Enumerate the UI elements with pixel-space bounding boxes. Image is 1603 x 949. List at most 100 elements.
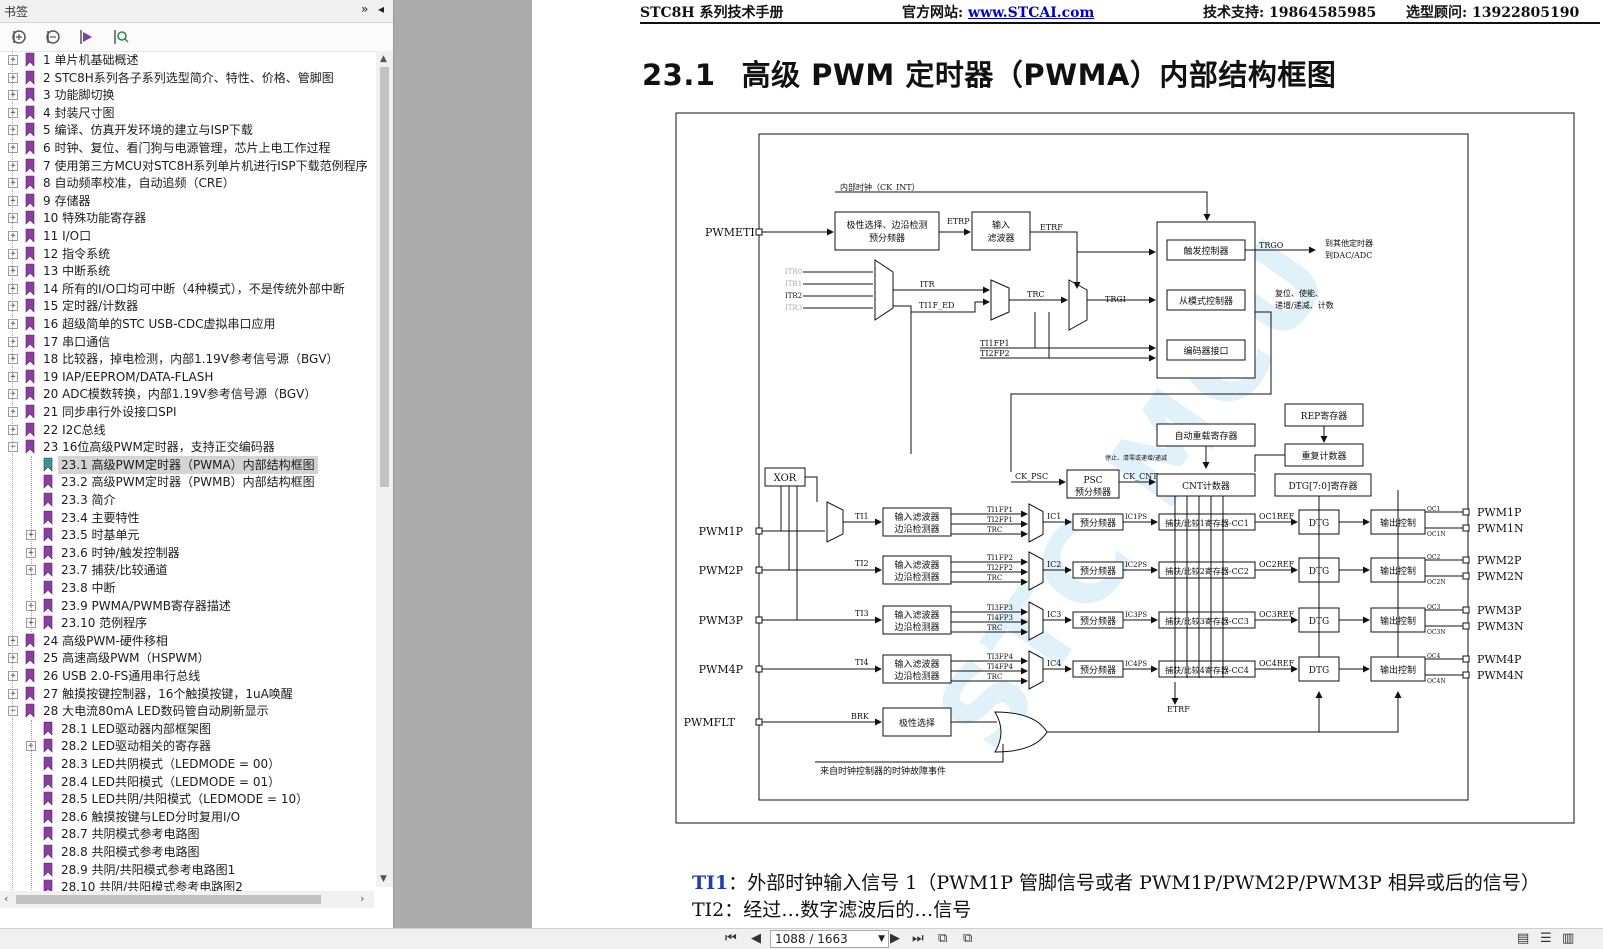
bookmark-chapter[interactable]: +27 触摸按键控制器，16个触摸按键，1uA唤醒 [0,685,370,703]
bookmark-chapter[interactable]: +21 同步串行外设接口SPI [0,403,370,421]
bookmark-section[interactable]: +23.10 范例程序 [0,614,370,632]
bookmark-chapter[interactable]: +24 高级PWM-硬件移相 [0,632,370,650]
bookmark-section[interactable]: +28.2 LED驱动相关的寄存器 [0,737,370,755]
expand-node-icon[interactable]: + [8,178,18,189]
single-page-view-icon[interactable]: ▤ [1517,931,1530,946]
scroll-thumb-horizontal[interactable] [16,895,321,904]
expand-node-icon[interactable]: + [8,248,18,259]
bookmark-section[interactable]: 28.6 触摸按键与LED分时复用I/O [0,808,370,826]
bookmark-chapter[interactable]: +26 USB 2.0-FS通用串行总线 [0,667,370,685]
scroll-thumb[interactable] [380,67,389,487]
last-page-icon[interactable]: ⏭ [912,931,924,946]
bookmark-chapter[interactable]: +20 ADC模数转换，内部1.19V参考信号源（BGV） [0,385,370,403]
expand-node-icon[interactable]: + [8,213,18,224]
bookmark-chapter[interactable]: +3 功能脚切换 [0,86,370,104]
bookmark-section[interactable]: 23.8 中断 [0,579,370,597]
collapse-all-icon[interactable] [44,28,62,46]
facing-view-icon[interactable]: ▥ [1562,931,1575,946]
continuous-view-icon[interactable]: ☰ [1540,931,1552,946]
bookmark-section[interactable]: +23.9 PWMA/PWMB寄存器描述 [0,597,370,615]
scroll-up-icon[interactable]: ▲ [380,54,387,64]
first-page-icon[interactable]: ⏮ [725,931,737,946]
panel-collapse-button[interactable]: » [361,2,369,16]
bookmark-chapter[interactable]: −28 大电流80mA LED数码管自动刷新显示 [0,702,370,720]
bookmark-chapter[interactable]: −23 16位高级PWM定时器，支持正交编码器 [0,438,370,456]
expand-node-icon[interactable]: + [8,354,18,365]
bookmark-section[interactable]: +23.6 时钟/触发控制器 [0,544,370,562]
bookmark-horizontal-scrollbar[interactable]: ‹ › [0,891,374,908]
bookmark-section[interactable]: 28.10 共阴/共阳模式参考电路图2 [0,878,370,896]
bookmark-vertical-scrollbar[interactable]: ▲ ▼ [376,51,393,887]
expand-all-icon[interactable] [10,28,28,46]
expand-node-icon[interactable]: + [8,125,18,136]
bookmark-chapter[interactable]: +2 STC8H系列各子系列选型简介、特性、价格、管脚图 [0,69,370,87]
bookmark-section[interactable]: 28.9 共阴/共阳模式参考电路图1 [0,861,370,879]
bookmark-section[interactable]: 23.2 高级PWM定时器（PWMB）内部结构框图 [0,473,370,491]
scroll-left-icon[interactable]: ‹ [4,892,9,905]
bookmark-chapter[interactable]: +25 高速高级PWM（HSPWM） [0,649,370,667]
next-page-icon[interactable]: ▶ [890,931,900,946]
expand-node-icon[interactable]: + [8,371,18,382]
expand-node-icon[interactable]: + [8,653,18,664]
bookmark-chapter[interactable]: +12 指令系统 [0,245,370,263]
scroll-down-icon[interactable]: ▼ [380,874,387,884]
bookmark-chapter[interactable]: +6 时钟、复位、看门狗与电源管理，芯片上电工作过程 [0,139,370,157]
expand-node-icon[interactable]: + [8,424,18,435]
bookmark-section[interactable]: 23.3 简介 [0,491,370,509]
expand-node-icon[interactable]: + [8,107,18,118]
expand-node-icon[interactable]: + [8,55,18,65]
expand-node-icon[interactable]: + [8,143,18,153]
bookmark-chapter[interactable]: +8 自动频率校准，自动追频（CRE） [0,174,370,192]
expand-node-icon[interactable]: + [8,283,18,294]
page-number-field[interactable]: 1088 / 1663▼ [770,930,889,948]
bookmark-chapter[interactable]: +18 比较器，掉电检测，内部1.19V参考信号源（BGV） [0,350,370,368]
bookmark-section[interactable]: 28.3 LED共阴模式（LEDMODE = 00） [0,755,370,773]
bookmark-section[interactable]: 23.1 高级PWM定时器（PWMA）内部结构框图 [0,455,370,474]
bookmark-chapter[interactable]: +15 定时器/计数器 [0,297,370,315]
prev-page-icon[interactable]: ◀ [751,931,761,946]
expand-node-icon[interactable]: + [8,266,18,277]
bookmark-chapter[interactable]: +16 超级简单的STC USB-CDC虚拟串口应用 [0,315,370,333]
bookmark-chapter[interactable]: +14 所有的I/O口均可中断（4种模式），不是传统外部中断 [0,280,370,298]
find-bookmark-icon[interactable] [112,28,130,46]
expand-node-icon[interactable]: + [8,336,18,347]
bookmark-section[interactable]: 28.8 共阳模式参考电路图 [0,843,370,861]
bookmark-chapter[interactable]: +13 中断系统 [0,262,370,280]
expand-node-icon[interactable]: + [8,195,18,206]
expand-node-icon[interactable]: + [8,90,18,101]
collapse-node-icon[interactable]: − [8,442,18,453]
scroll-right-icon[interactable]: › [360,892,365,905]
expand-node-icon[interactable]: + [8,231,18,241]
go-back-view-icon[interactable]: ⧉ [938,931,948,946]
expand-node-icon[interactable]: + [8,671,18,681]
bookmark-section[interactable]: 23.4 主要特性 [0,509,370,527]
bookmark-chapter[interactable]: +7 使用第三方MCU对STC8H系列单片机进行ISP下载范例程序 [0,157,370,175]
expand-node-icon[interactable]: + [8,160,18,171]
bookmark-chapter[interactable]: +9 存储器 [0,192,370,210]
chevron-down-icon[interactable]: ▼ [878,934,885,944]
panel-close-button[interactable]: ◂ [378,2,385,16]
bookmark-chapter[interactable]: +4 封装尺寸图 [0,104,370,122]
bookmark-chapter[interactable]: +10 特殊功能寄存器 [0,209,370,227]
go-forward-view-icon[interactable]: ⧉ [963,931,973,946]
bookmark-chapter[interactable]: +22 I2C总线 [0,421,370,439]
expand-node-icon[interactable]: + [8,319,18,329]
bookmark-chapter[interactable]: +17 串口通信 [0,333,370,351]
bookmark-chapter[interactable]: +5 编译、仿真开发环境的建立与ISP下载 [0,121,370,139]
expand-node-icon[interactable]: + [8,72,18,83]
collapse-node-icon[interactable]: − [8,706,18,717]
bookmark-section[interactable]: +23.7 捕获/比较通道 [0,561,370,579]
expand-node-icon[interactable]: + [8,389,18,400]
website-link[interactable]: www.STCAI.com [968,5,1095,21]
expand-node-icon[interactable]: + [8,407,18,417]
bookmark-chapter[interactable]: +19 IAP/EEPROM/DATA-FLASH [0,368,370,386]
bookmark-section[interactable]: 28.1 LED驱动器内部框架图 [0,720,370,738]
bookmark-section[interactable]: +23.5 时基单元 [0,526,370,544]
bookmark-goto-icon[interactable] [78,28,96,46]
expand-node-icon[interactable]: + [8,635,18,646]
bookmark-chapter[interactable]: +1 单片机基础概述 [0,51,370,69]
bookmark-section[interactable]: 28.7 共阴模式参考电路图 [0,825,370,843]
bookmark-chapter[interactable]: +11 I/O口 [0,227,370,245]
expand-node-icon[interactable]: + [8,301,18,312]
expand-node-icon[interactable]: + [8,688,18,699]
